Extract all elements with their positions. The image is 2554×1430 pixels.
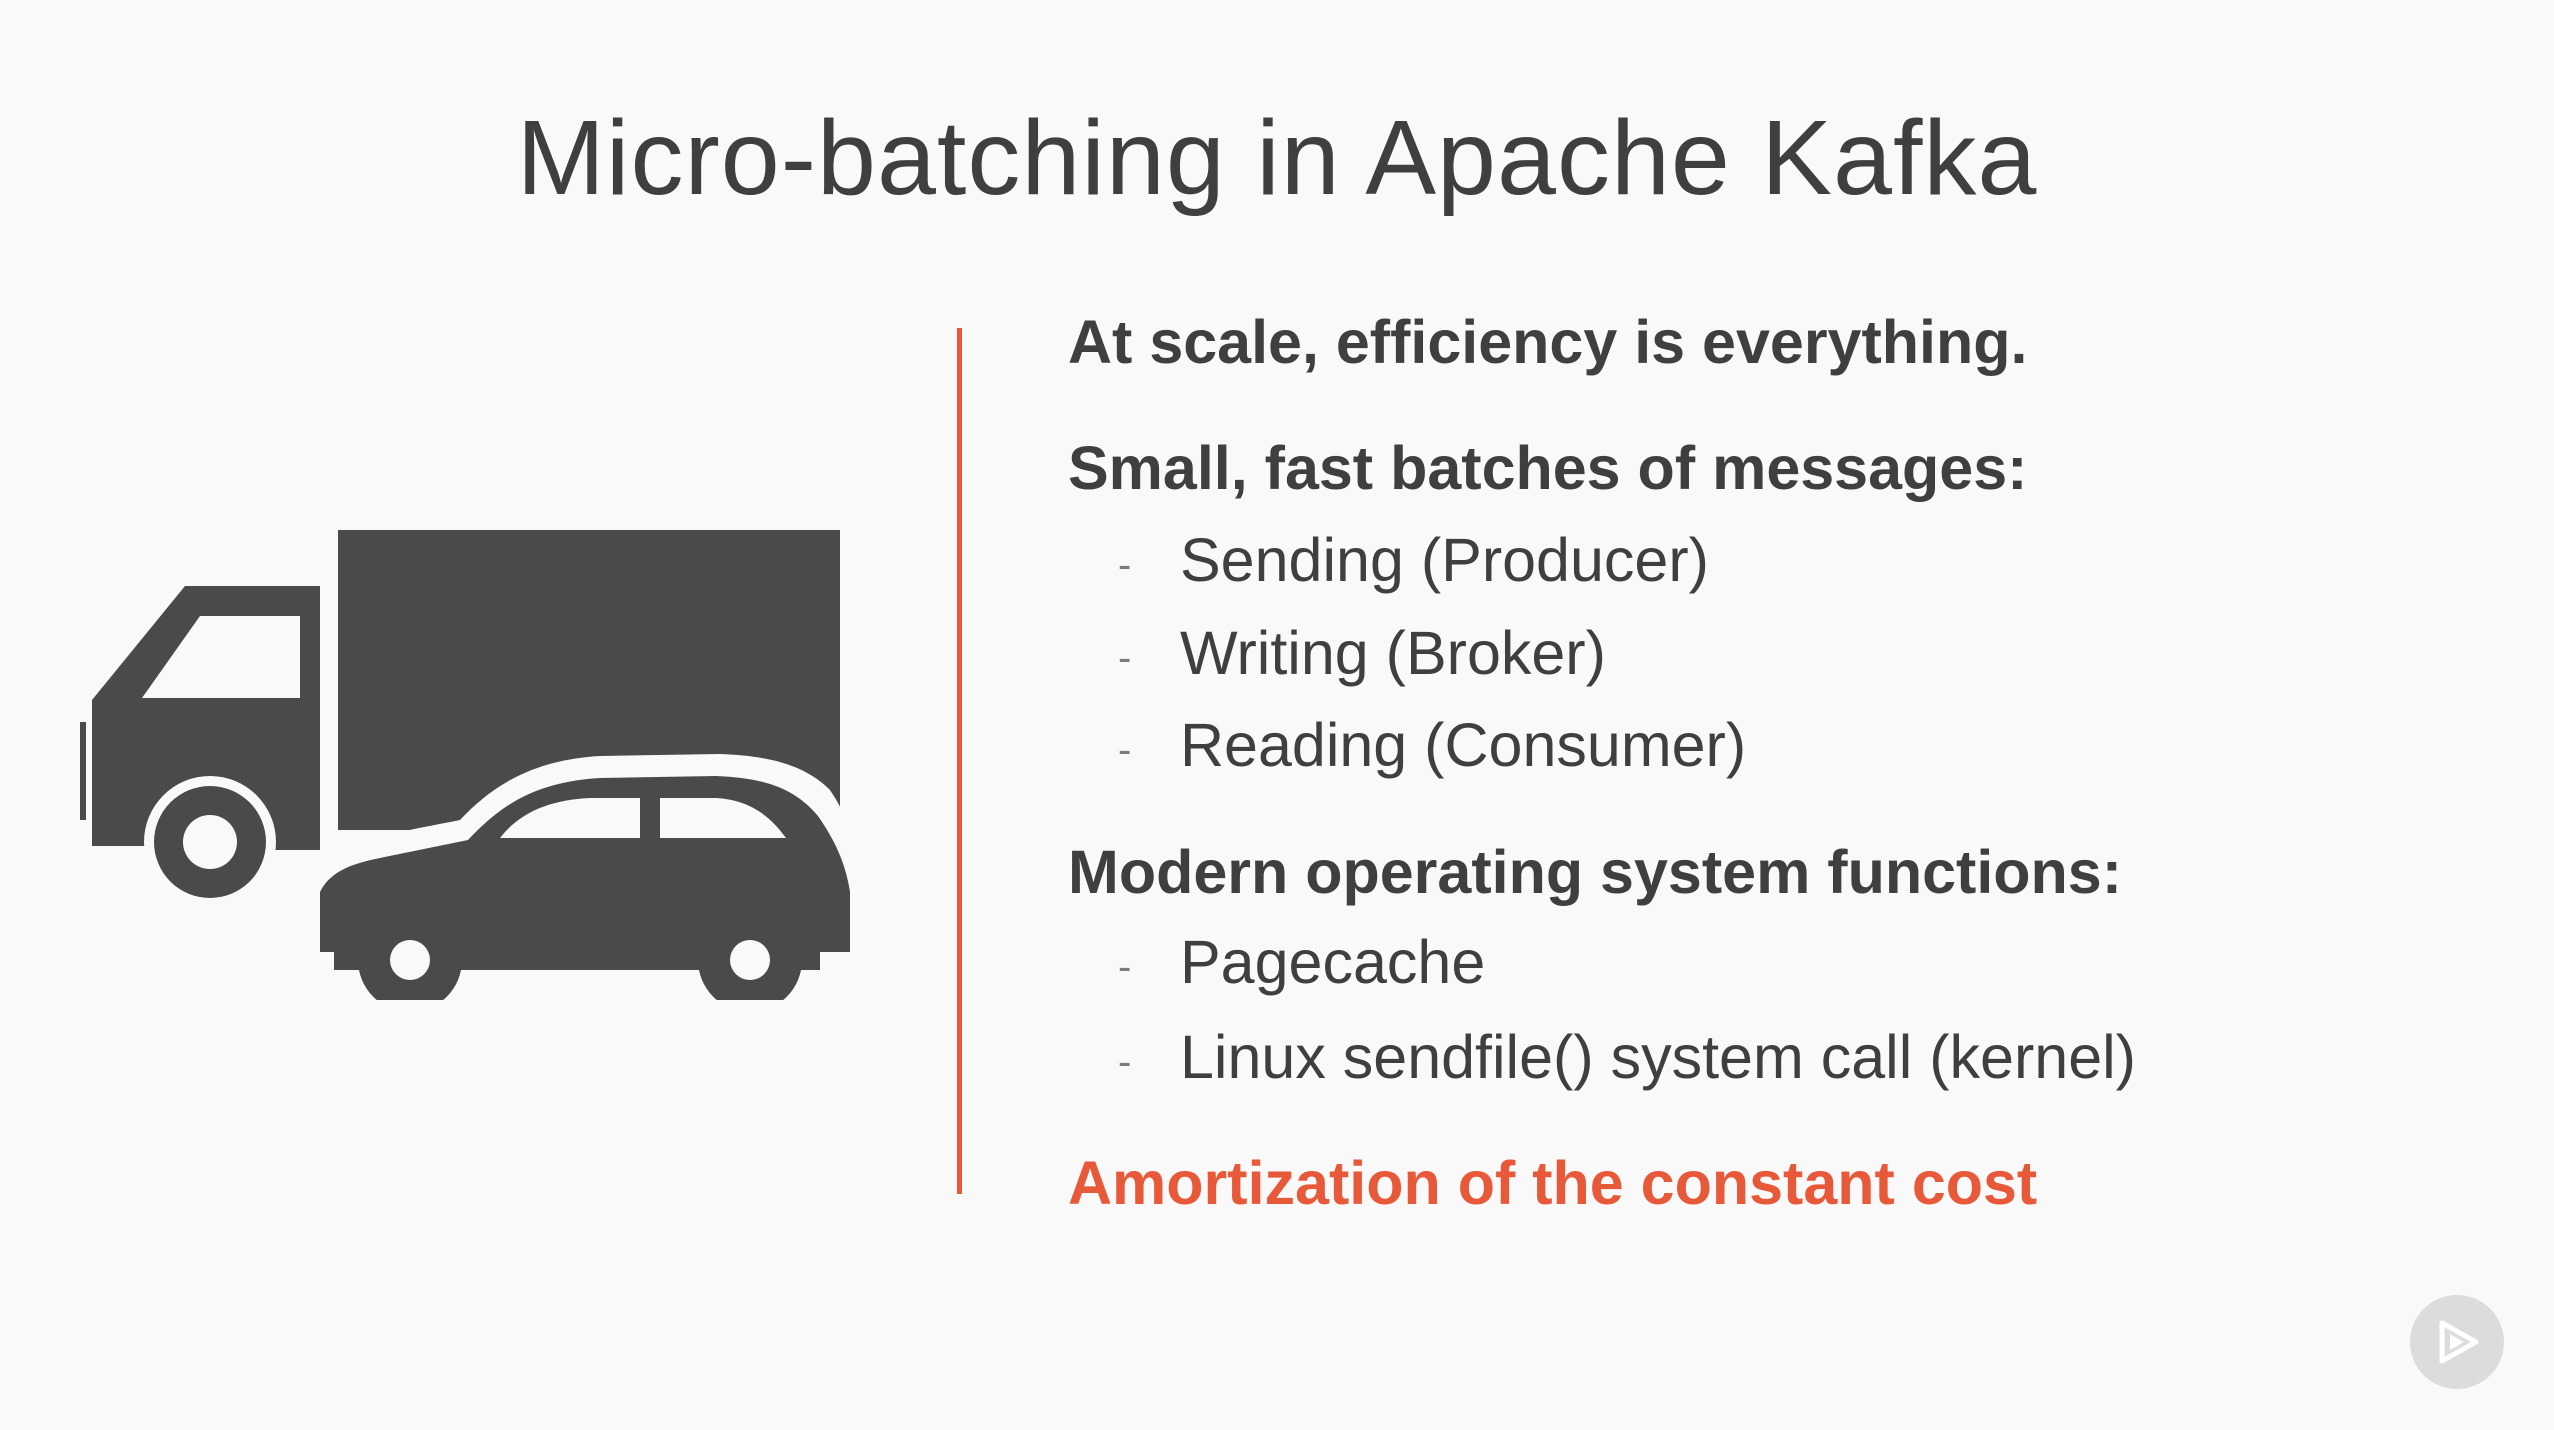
list-item-label: Reading (Consumer)	[1180, 711, 1747, 779]
heading-batches: Small, fast batches of messages:	[1068, 434, 2028, 502]
heading-os-functions: Modern operating system functions:	[1068, 838, 2123, 906]
list-dash: -	[1118, 542, 1132, 587]
highlight-text: Amortization of the constant cost	[1068, 1149, 2038, 1217]
list-item-label: Pagecache	[1180, 928, 1486, 996]
list-item-label: Sending (Producer)	[1180, 526, 1709, 594]
list-item: -Pagecache	[1068, 932, 1485, 993]
list-dash: -	[1118, 635, 1132, 680]
list-item: -Writing (Broker)	[1068, 623, 1606, 684]
slide-title: Micro-batching in Apache Kafka	[516, 99, 2038, 217]
list-item-label: Linux sendfile() system call (kernel)	[1180, 1023, 2136, 1091]
truck-and-car-icon	[80, 520, 864, 1012]
heading-efficiency: At scale, efficiency is everything.	[1068, 308, 2028, 376]
list-item: -Reading (Consumer)	[1068, 715, 1746, 776]
list-item: -Linux sendfile() system call (kernel)	[1068, 1027, 2136, 1088]
play-button[interactable]	[2410, 1295, 2504, 1389]
vertical-divider	[957, 328, 962, 1194]
list-item: -Sending (Producer)	[1068, 530, 1709, 591]
list-dash: -	[1118, 944, 1132, 989]
play-icon	[2439, 1320, 2479, 1364]
list-item-label: Writing (Broker)	[1180, 619, 1606, 687]
list-dash: -	[1118, 1039, 1132, 1084]
list-dash: -	[1118, 727, 1132, 772]
